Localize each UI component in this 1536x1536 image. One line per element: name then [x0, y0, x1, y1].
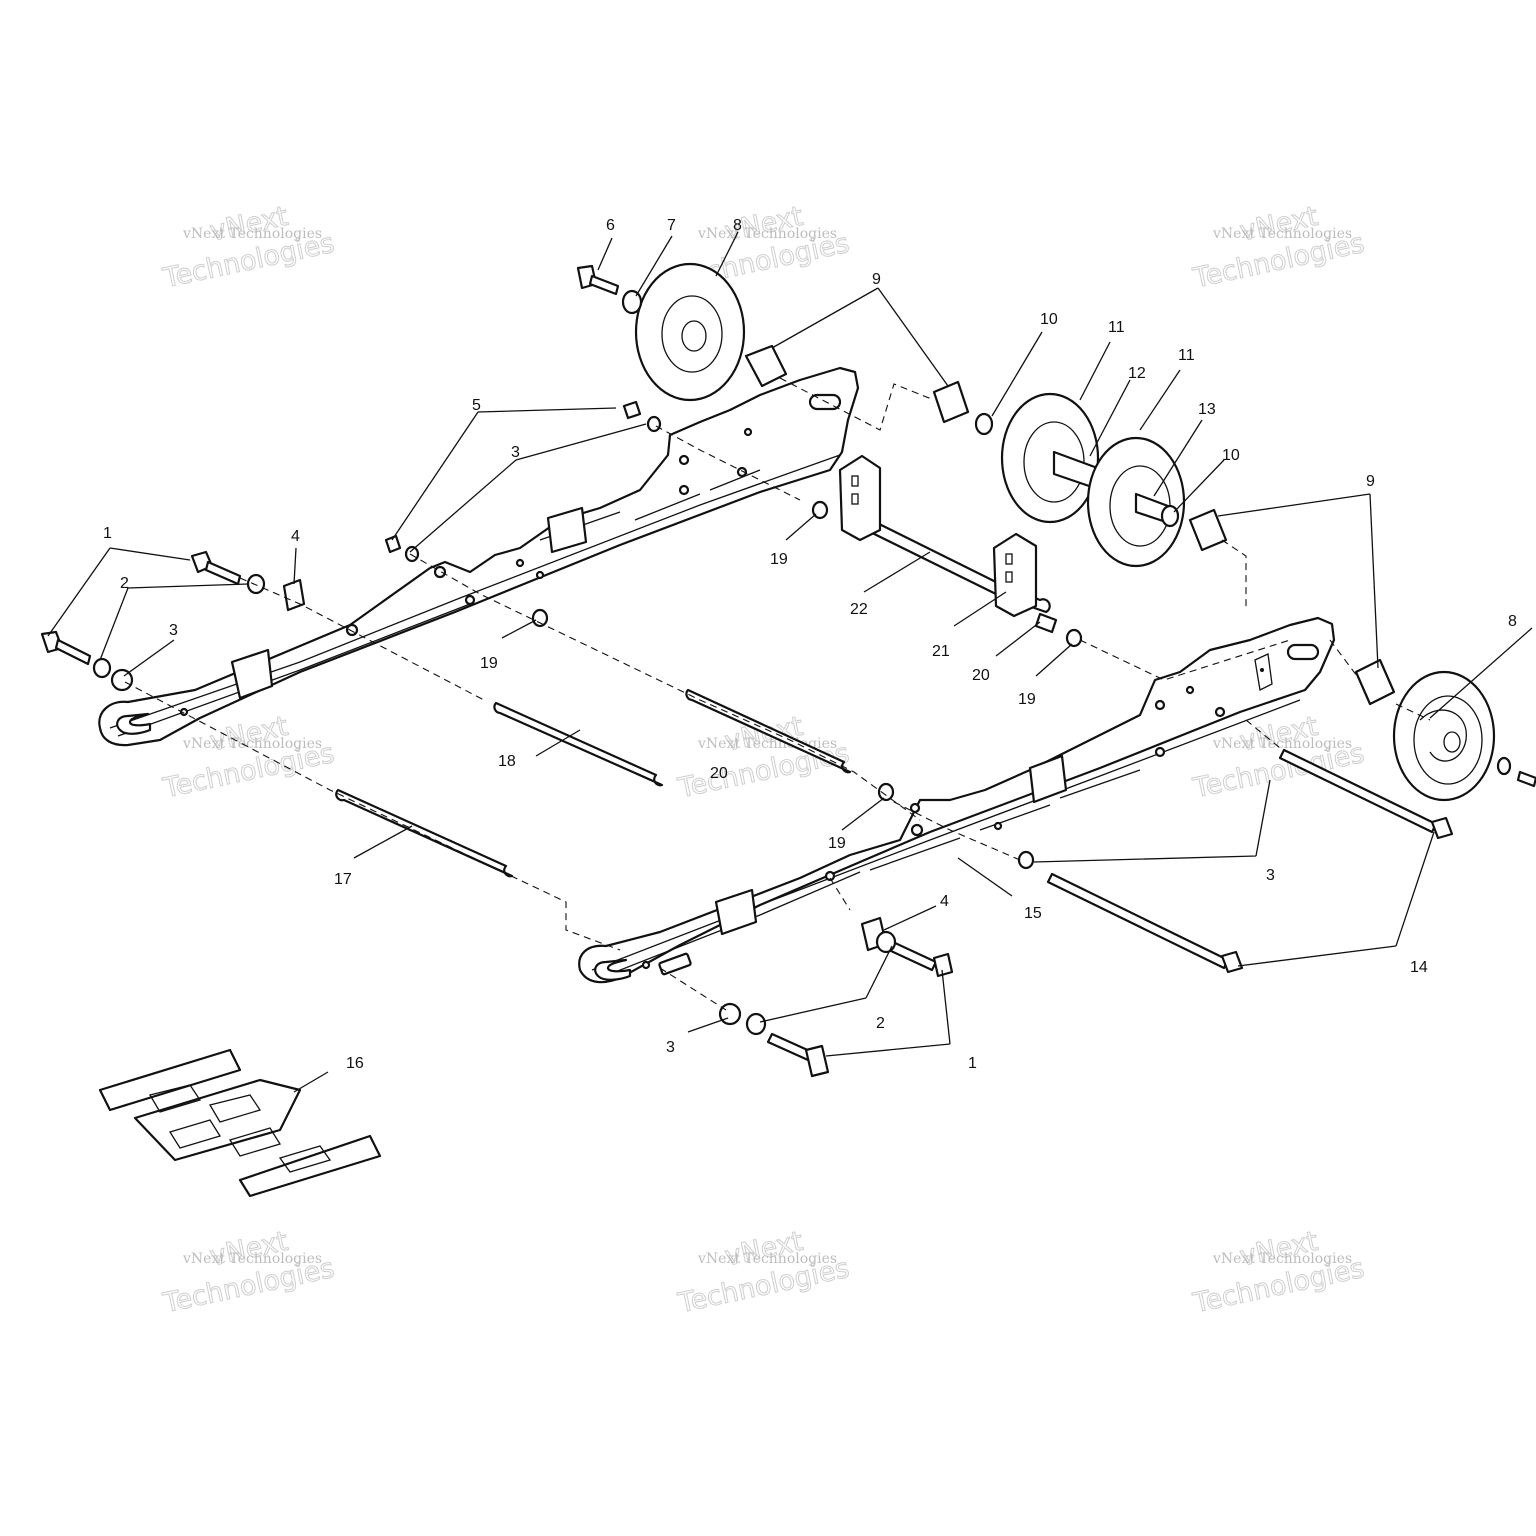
callout-7: 7 — [667, 217, 676, 234]
callout-8: 8 — [1508, 613, 1517, 630]
callout-20: 20 — [972, 667, 990, 684]
far-slide-rail — [98, 366, 860, 747]
cross-shafts — [335, 510, 1051, 878]
callout-11: 11 — [1178, 347, 1195, 364]
callout-15: 15 — [1024, 905, 1042, 922]
assembly-lines — [124, 377, 1431, 1011]
callout-1: 1 — [103, 525, 112, 542]
callout-17: 17 — [334, 871, 352, 888]
near-slide-rail — [578, 616, 1336, 984]
callout-numbers: 1 2 3 4 5 3 6 7 8 9 10 11 12 11 13 10 9 … — [103, 217, 1517, 1072]
watermark-text: vNext Technologies — [182, 1251, 322, 1267]
track-section — [98, 1048, 382, 1198]
callout-19: 19 — [828, 835, 846, 852]
callout-3: 3 — [1266, 867, 1275, 884]
idler-wheels — [634, 262, 1496, 802]
callout-19: 19 — [770, 551, 788, 568]
callout-3: 3 — [511, 444, 520, 461]
callout-9: 9 — [1366, 473, 1375, 490]
callout-5: 5 — [472, 397, 481, 414]
watermark-text: vNext Technologies — [1212, 736, 1352, 752]
callout-19: 19 — [1018, 691, 1036, 708]
callout-22: 22 — [850, 601, 868, 618]
watermark-text: vNext Technologies — [697, 1251, 837, 1267]
callout-4: 4 — [940, 893, 949, 910]
callout-3: 3 — [666, 1039, 675, 1056]
callout-10: 10 — [1222, 447, 1240, 464]
callout-14: 14 — [1410, 959, 1428, 976]
callout-9: 9 — [872, 271, 881, 288]
callout-4: 4 — [291, 528, 300, 545]
callout-13: 13 — [1198, 401, 1216, 418]
callout-19: 19 — [480, 655, 498, 672]
callout-1: 1 — [968, 1055, 977, 1072]
watermark-text: vNext Technologies — [1212, 1251, 1352, 1267]
callout-18: 18 — [498, 753, 516, 770]
watermark-text: vNext Technologies — [182, 226, 322, 242]
callout-12: 12 — [1128, 365, 1146, 382]
watermark-text: vNext Technologies — [1212, 226, 1352, 242]
leader-lines — [47, 231, 1533, 1093]
callout-2: 2 — [876, 1015, 885, 1032]
callout-8: 8 — [733, 217, 742, 234]
callout-10: 10 — [1040, 311, 1058, 328]
callout-3: 3 — [169, 622, 178, 639]
callout-20: 20 — [710, 765, 728, 782]
callout-2: 2 — [120, 575, 129, 592]
rear-axle-brackets — [838, 454, 1058, 634]
callout-16: 16 — [346, 1055, 364, 1072]
watermark-text: vNext Technologies — [182, 736, 322, 752]
callout-21: 21 — [932, 643, 950, 660]
callout-6: 6 — [606, 217, 615, 234]
watermark-text: vNext Technologies — [697, 226, 837, 242]
callout-11: 11 — [1108, 319, 1125, 336]
